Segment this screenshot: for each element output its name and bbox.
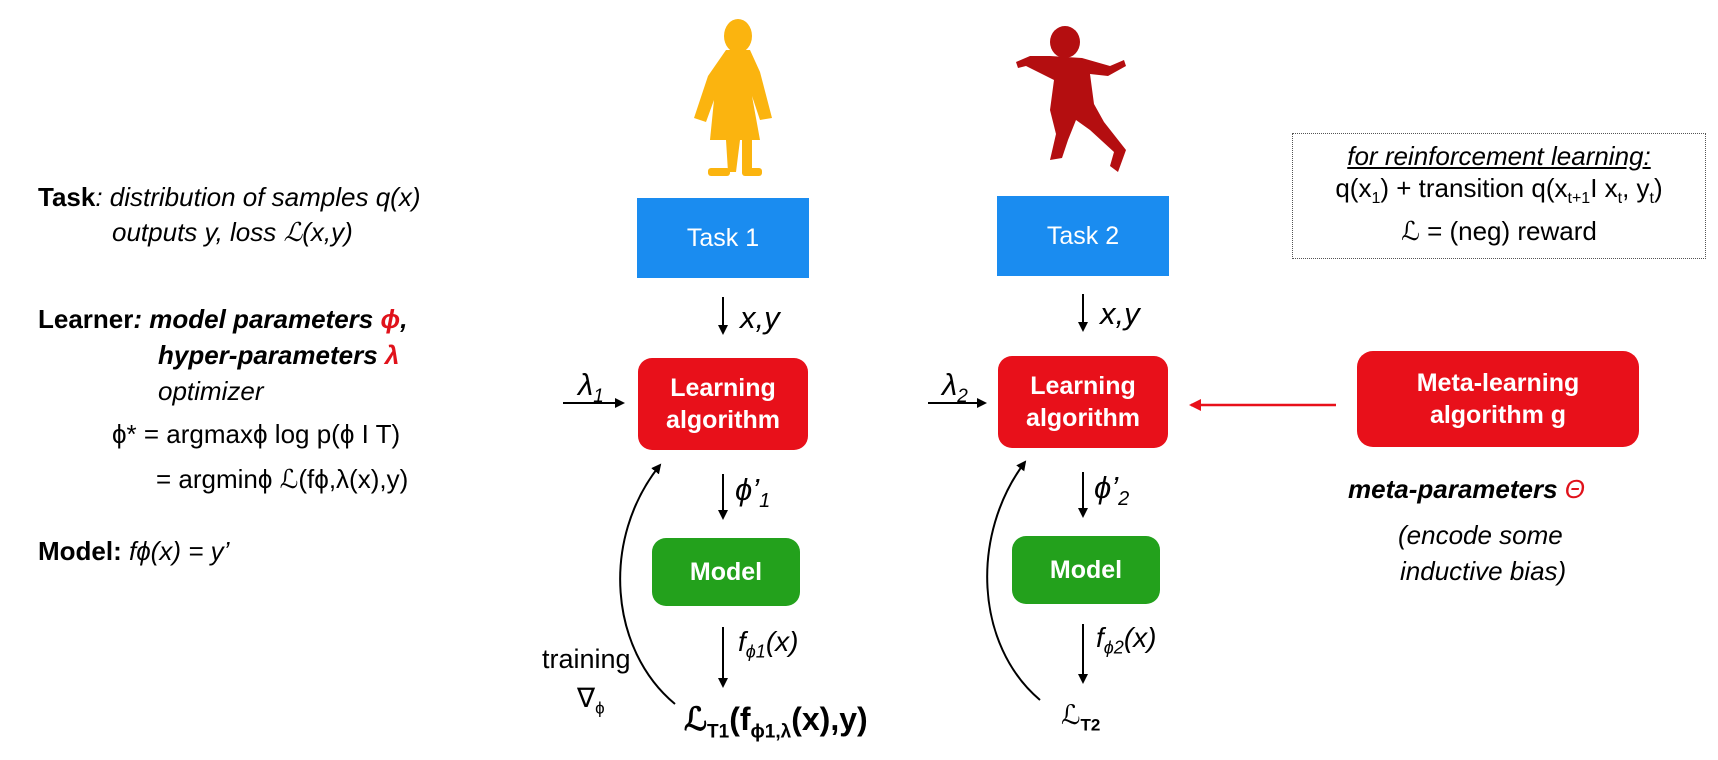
model1-label: Model <box>689 558 763 586</box>
task2-label: Task 2 <box>1046 222 1120 250</box>
learner-comma: , <box>400 304 408 334</box>
meta-parameters-label: meta-parameters Θ <box>1348 472 1585 506</box>
task-heading: Task <box>38 182 96 212</box>
task-line2: outputs y, loss ℒ(x,y) <box>112 217 353 247</box>
hyper-parameters-text: hyper-parameters <box>158 340 385 370</box>
reinforcement-learning-note: for reinforcement learning: q(x1) + tran… <box>1292 133 1706 259</box>
arrow-training-gradient <box>619 463 676 705</box>
rl-line2: ℒ = (neg) reward <box>1401 216 1597 247</box>
loss-t1-label: ℒT1(fϕ1,λ(x),y) <box>684 701 868 743</box>
model-equation: fϕ(x) = y’ <box>129 536 230 566</box>
learner-definition: Learner: model parameters ϕ, <box>38 302 407 336</box>
model2-label: Model <box>1049 556 1123 584</box>
model-definition: Model: fϕ(x) = y’ <box>38 534 229 568</box>
learner-line3: optimizer <box>158 376 264 406</box>
runner-silhouette-icon <box>1016 26 1126 172</box>
learning-algorithm2-label: Learning algorithm <box>1026 372 1140 432</box>
lambda-symbol: λ <box>384 340 400 370</box>
task-line1: : distribution of samples q(x) <box>95 182 421 212</box>
phi-symbol: ϕ <box>380 304 401 334</box>
xy-label-2: x,y <box>1100 296 1140 331</box>
f-phi1-label: fϕ1(x) <box>738 626 799 662</box>
task1-label: Task 1 <box>686 224 760 252</box>
equation-argmin: = argminϕ ℒ(fϕ,λ(x),y) <box>156 464 409 494</box>
learning-algorithm1-box: Learning algorithm <box>638 358 808 450</box>
learning-algorithm2-box: Learning algorithm <box>998 356 1168 448</box>
task2-box: Task 2 <box>997 196 1169 276</box>
learner-line2: hyper-parameters λ <box>158 338 399 372</box>
child-silhouette-icon <box>694 19 772 176</box>
meta-parameters-text: meta-parameters <box>1348 474 1565 504</box>
learner-heading: Learner <box>38 304 134 334</box>
gradient-label: ∇ϕ <box>577 683 605 718</box>
meta-learning-label: Meta-learning algorithm g <box>1416 369 1580 429</box>
equation-argmax: ϕ* = argmaxϕ log p(ϕ I T) <box>112 419 401 449</box>
phi-prime1-label: ϕ’1 <box>735 472 771 513</box>
theta-symbol: Θ <box>1564 474 1586 504</box>
phi-prime2-label: ϕ’2 <box>1094 470 1130 511</box>
task1-box: Task 1 <box>637 198 809 278</box>
arrow-training-gradient-2 <box>986 460 1041 701</box>
rl-line1: q(x1) + transition q(xt+1I xt, yt) <box>1335 173 1663 208</box>
learner-line1: : model parameters <box>133 304 381 334</box>
loss-t2-label: ℒT2 <box>1061 700 1101 735</box>
learning-algorithm1-label: Learning algorithm <box>666 374 780 434</box>
meta-note-line1: (encode some <box>1398 520 1563 550</box>
model2-box: Model <box>1012 536 1160 604</box>
lambda2-label: λ2 <box>942 367 968 408</box>
rl-title: for reinforcement learning: <box>1347 141 1651 171</box>
xy-label-1: x,y <box>740 300 780 335</box>
model-heading: Model: <box>38 536 122 566</box>
model1-box: Model <box>652 538 800 606</box>
meta-learning-box: Meta-learning algorithm g <box>1357 351 1639 447</box>
meta-note-line2: inductive bias) <box>1400 556 1567 586</box>
lambda1-label: λ1 <box>578 367 604 408</box>
training-label: training <box>542 644 631 674</box>
task-definition: Task: distribution of samples q(x) <box>38 180 420 214</box>
f-phi2-label: fϕ2(x) <box>1096 622 1157 658</box>
